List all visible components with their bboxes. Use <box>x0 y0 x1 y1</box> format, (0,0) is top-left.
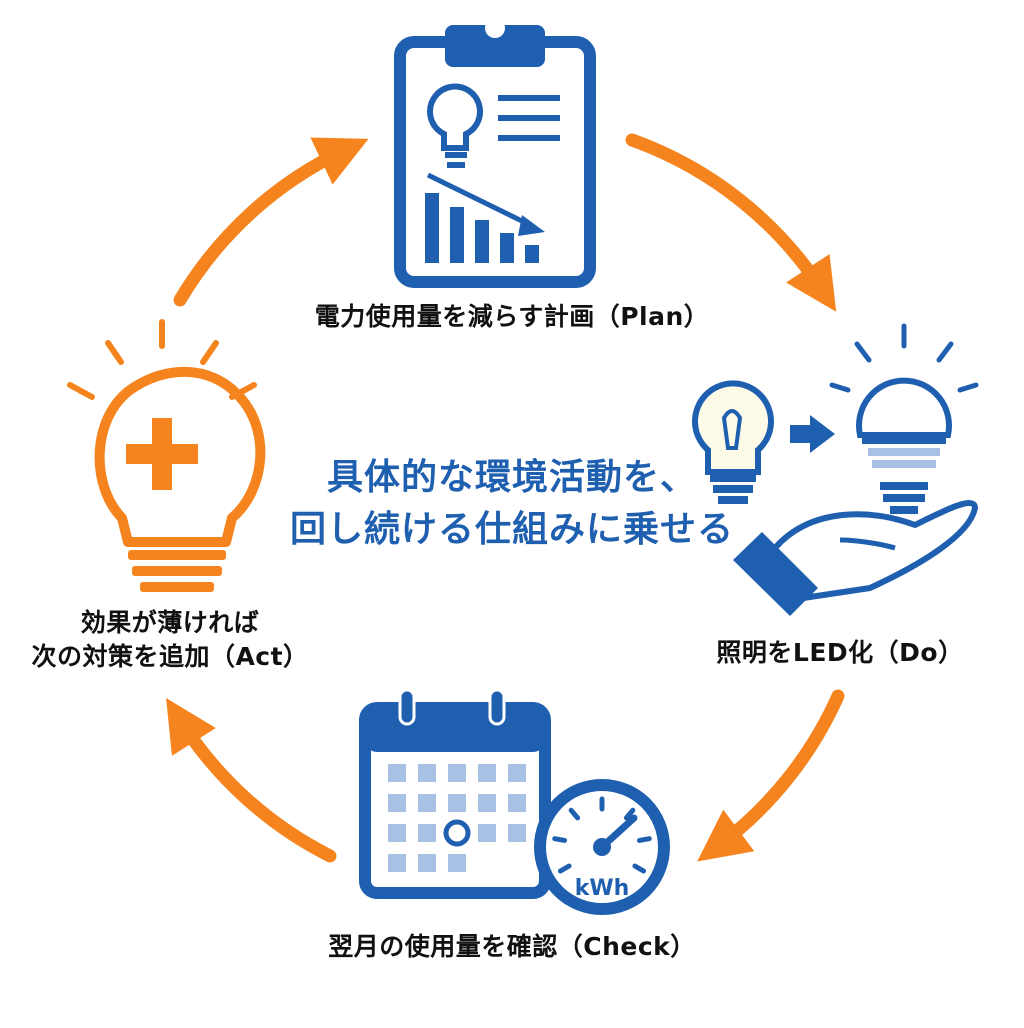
meter-unit-label: kWh <box>575 876 630 901</box>
clipboard-icon <box>394 18 596 288</box>
calendar-day-cell <box>388 824 406 842</box>
do-label-text: 照明をLED化（Do） <box>716 638 964 667</box>
led-bulb-icon <box>829 323 979 514</box>
meter-tick <box>557 863 572 874</box>
plan-label: 電力使用量を減らす計画（Plan） <box>292 300 732 334</box>
meter-tick <box>636 836 652 843</box>
arrow-act-to-plan <box>173 137 369 307</box>
bar-chart-icon <box>425 172 545 263</box>
meter-tick <box>632 863 647 874</box>
calendar-day-cell <box>478 764 496 782</box>
center-message-line1: 具体的な環境活動を、 <box>326 457 697 498</box>
check-label-text: 翌月の使用量を確認（Check） <box>328 932 696 961</box>
calendar-day-cell <box>388 764 406 782</box>
calendar-day-grid <box>388 764 526 872</box>
calendar-day-cell <box>478 794 496 812</box>
calendar-day-cell <box>448 794 466 812</box>
calendar-day-cell <box>508 794 526 812</box>
center-message: 具体的な環境活動を、 回し続ける仕組みに乗せる <box>262 452 762 556</box>
calendar-day-cell <box>418 764 436 782</box>
calendar-day-cell <box>448 764 466 782</box>
act-label-line2: 次の対策を追加（Act） <box>31 641 309 671</box>
arrow-check-to-act <box>166 698 337 863</box>
arrow-plan-to-do <box>625 133 837 312</box>
plan-label-text: 電力使用量を減らす計画（Plan） <box>314 302 710 331</box>
center-message-line2: 回し続ける仕組みに乗せる <box>289 509 734 551</box>
calendar-day-cell <box>508 824 526 842</box>
calendar-day-cell <box>508 764 526 782</box>
meter-icon: kWh <box>534 779 670 915</box>
calendar-day-cell <box>448 854 466 872</box>
meter-ticks <box>552 796 652 874</box>
lightbulb-icon <box>426 83 483 168</box>
arrow-right-icon <box>790 415 835 453</box>
calendar-day-cell <box>478 824 496 842</box>
arrow-do-to-check <box>697 689 845 862</box>
check-label: 翌月の使用量を確認（Check） <box>302 930 722 964</box>
meter-tick <box>623 807 636 821</box>
calendar-day-cell <box>418 824 436 842</box>
act-label: 効果が薄ければ 次の対策を追加（Act） <box>20 606 320 674</box>
do-label: 照明をLED化（Do） <box>690 636 990 670</box>
calendar-day-cell <box>418 854 436 872</box>
calendar-icon <box>359 688 551 899</box>
meter-tick <box>568 807 581 821</box>
calendar-day-cell <box>418 794 436 812</box>
cycle-arrows <box>166 133 845 863</box>
plus-bulb-icon <box>67 319 266 592</box>
old-bulb-icon <box>692 380 774 504</box>
calendar-day-cell <box>388 794 406 812</box>
act-label-line1: 効果が薄ければ <box>80 608 260 637</box>
hand-icon <box>733 500 978 616</box>
calendar-day-cell <box>388 854 406 872</box>
calendar-highlighted-day <box>443 819 471 847</box>
meter-tick <box>552 836 568 843</box>
